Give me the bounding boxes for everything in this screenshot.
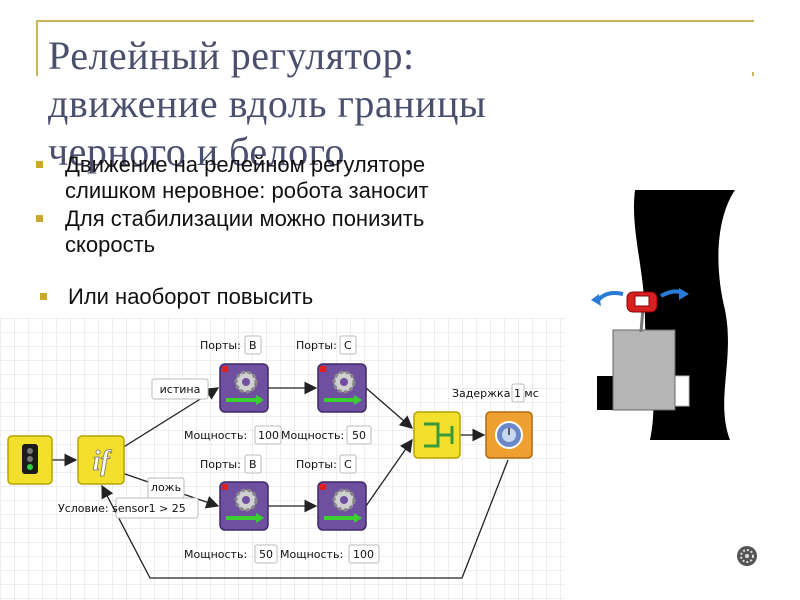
bullet-text-1: Движение на релейном регуляторе слишком …: [65, 152, 429, 203]
title-left-rule: [36, 20, 38, 76]
bullet-marker: [36, 215, 43, 222]
title-line-3: черного и белого: [48, 129, 346, 174]
motor-top-1-port: B: [249, 339, 257, 352]
motor-top-1-power-label: Мощность:: [184, 429, 247, 442]
left-turn-arrow-icon: [595, 291, 624, 304]
title-line-1: Релейный регулятор:: [48, 33, 415, 78]
robot-wheel-hub: [634, 295, 650, 307]
motor-bottom-1-port: B: [249, 458, 257, 471]
motor-block-bottom-1[interactable]: Порты: B Мощность: 50: [184, 454, 278, 564]
motor-block-bottom-2[interactable]: Порты: C Мощность: 100: [280, 454, 380, 564]
left-arrow-head: [591, 294, 601, 306]
wire-bottom-to-wait: [365, 438, 413, 507]
motor-bottom-1-power: 50: [259, 548, 273, 561]
motor-bottom-2-ports-label: Порты:: [296, 458, 337, 471]
slide-nav-icon[interactable]: [736, 545, 758, 567]
robot-illustration: [591, 190, 735, 440]
motor-bottom-1-power-label: Мощность:: [184, 548, 247, 561]
robot-body: [612, 329, 676, 411]
wire-top-to-wait: [365, 387, 413, 429]
false-label-text: ложь: [151, 481, 181, 494]
bullet-marker: [36, 161, 43, 168]
motor-block-top-2[interactable]: Порты: C Мощность: 50: [281, 335, 372, 445]
bullet-text-2: Для стабилизации можно понизить скорость: [65, 206, 425, 257]
if-switch-block[interactable]: if: [77, 435, 125, 485]
start-block[interactable]: [7, 435, 53, 485]
bullet-marker: [40, 293, 47, 300]
slide-title: Релейный регулятор: движение вдоль грани…: [48, 32, 688, 176]
motor-top-1-ports-label: Порты:: [200, 339, 241, 352]
title-line-2: движение вдоль границы: [48, 81, 487, 126]
true-branch-label: истина: [151, 378, 209, 400]
right-arrow-head: [679, 288, 689, 300]
true-label-text: истина: [160, 383, 201, 396]
motor-top-2-power: 50: [352, 429, 366, 442]
motor-bottom-1-ports-label: Порты:: [200, 458, 241, 471]
condition-label: Условие: sensor1 > 25: [58, 497, 199, 519]
title-right-tick: [752, 72, 754, 76]
false-branch-label: ложь: [147, 477, 185, 499]
title-top-rule: [36, 20, 754, 22]
motor-top-2-ports-label: Порты:: [296, 339, 337, 352]
bullet-text-3: Или наоборот повысить: [68, 284, 314, 309]
if-icon-text: if: [92, 446, 112, 477]
wire-loop-back: [101, 459, 509, 579]
condition-label-text: Условие: sensor1 > 25: [58, 502, 186, 515]
motor-top-2-power-label: Мощность:: [281, 429, 344, 442]
motor-block-top-1[interactable]: Порты: B Мощность: 100: [184, 335, 282, 445]
delay-label-text: Задержка 1 мс: [452, 387, 539, 400]
merge-block[interactable]: [413, 411, 461, 459]
motor-bottom-2-port: C: [344, 458, 352, 471]
diagram-canvas: if истина ложь Условие: sensor1 > 25 Пор…: [0, 318, 565, 600]
motor-bottom-2-power-label: Мощность:: [280, 548, 343, 561]
motor-top-2-port: C: [344, 339, 352, 352]
motor-top-1-power: 100: [258, 429, 279, 442]
motor-bottom-2-power: 100: [353, 548, 374, 561]
delay-block[interactable]: Задержка 1 мс: [452, 383, 539, 459]
program-diagram: if истина ложь Условие: sensor1 > 25 Пор…: [0, 318, 565, 600]
